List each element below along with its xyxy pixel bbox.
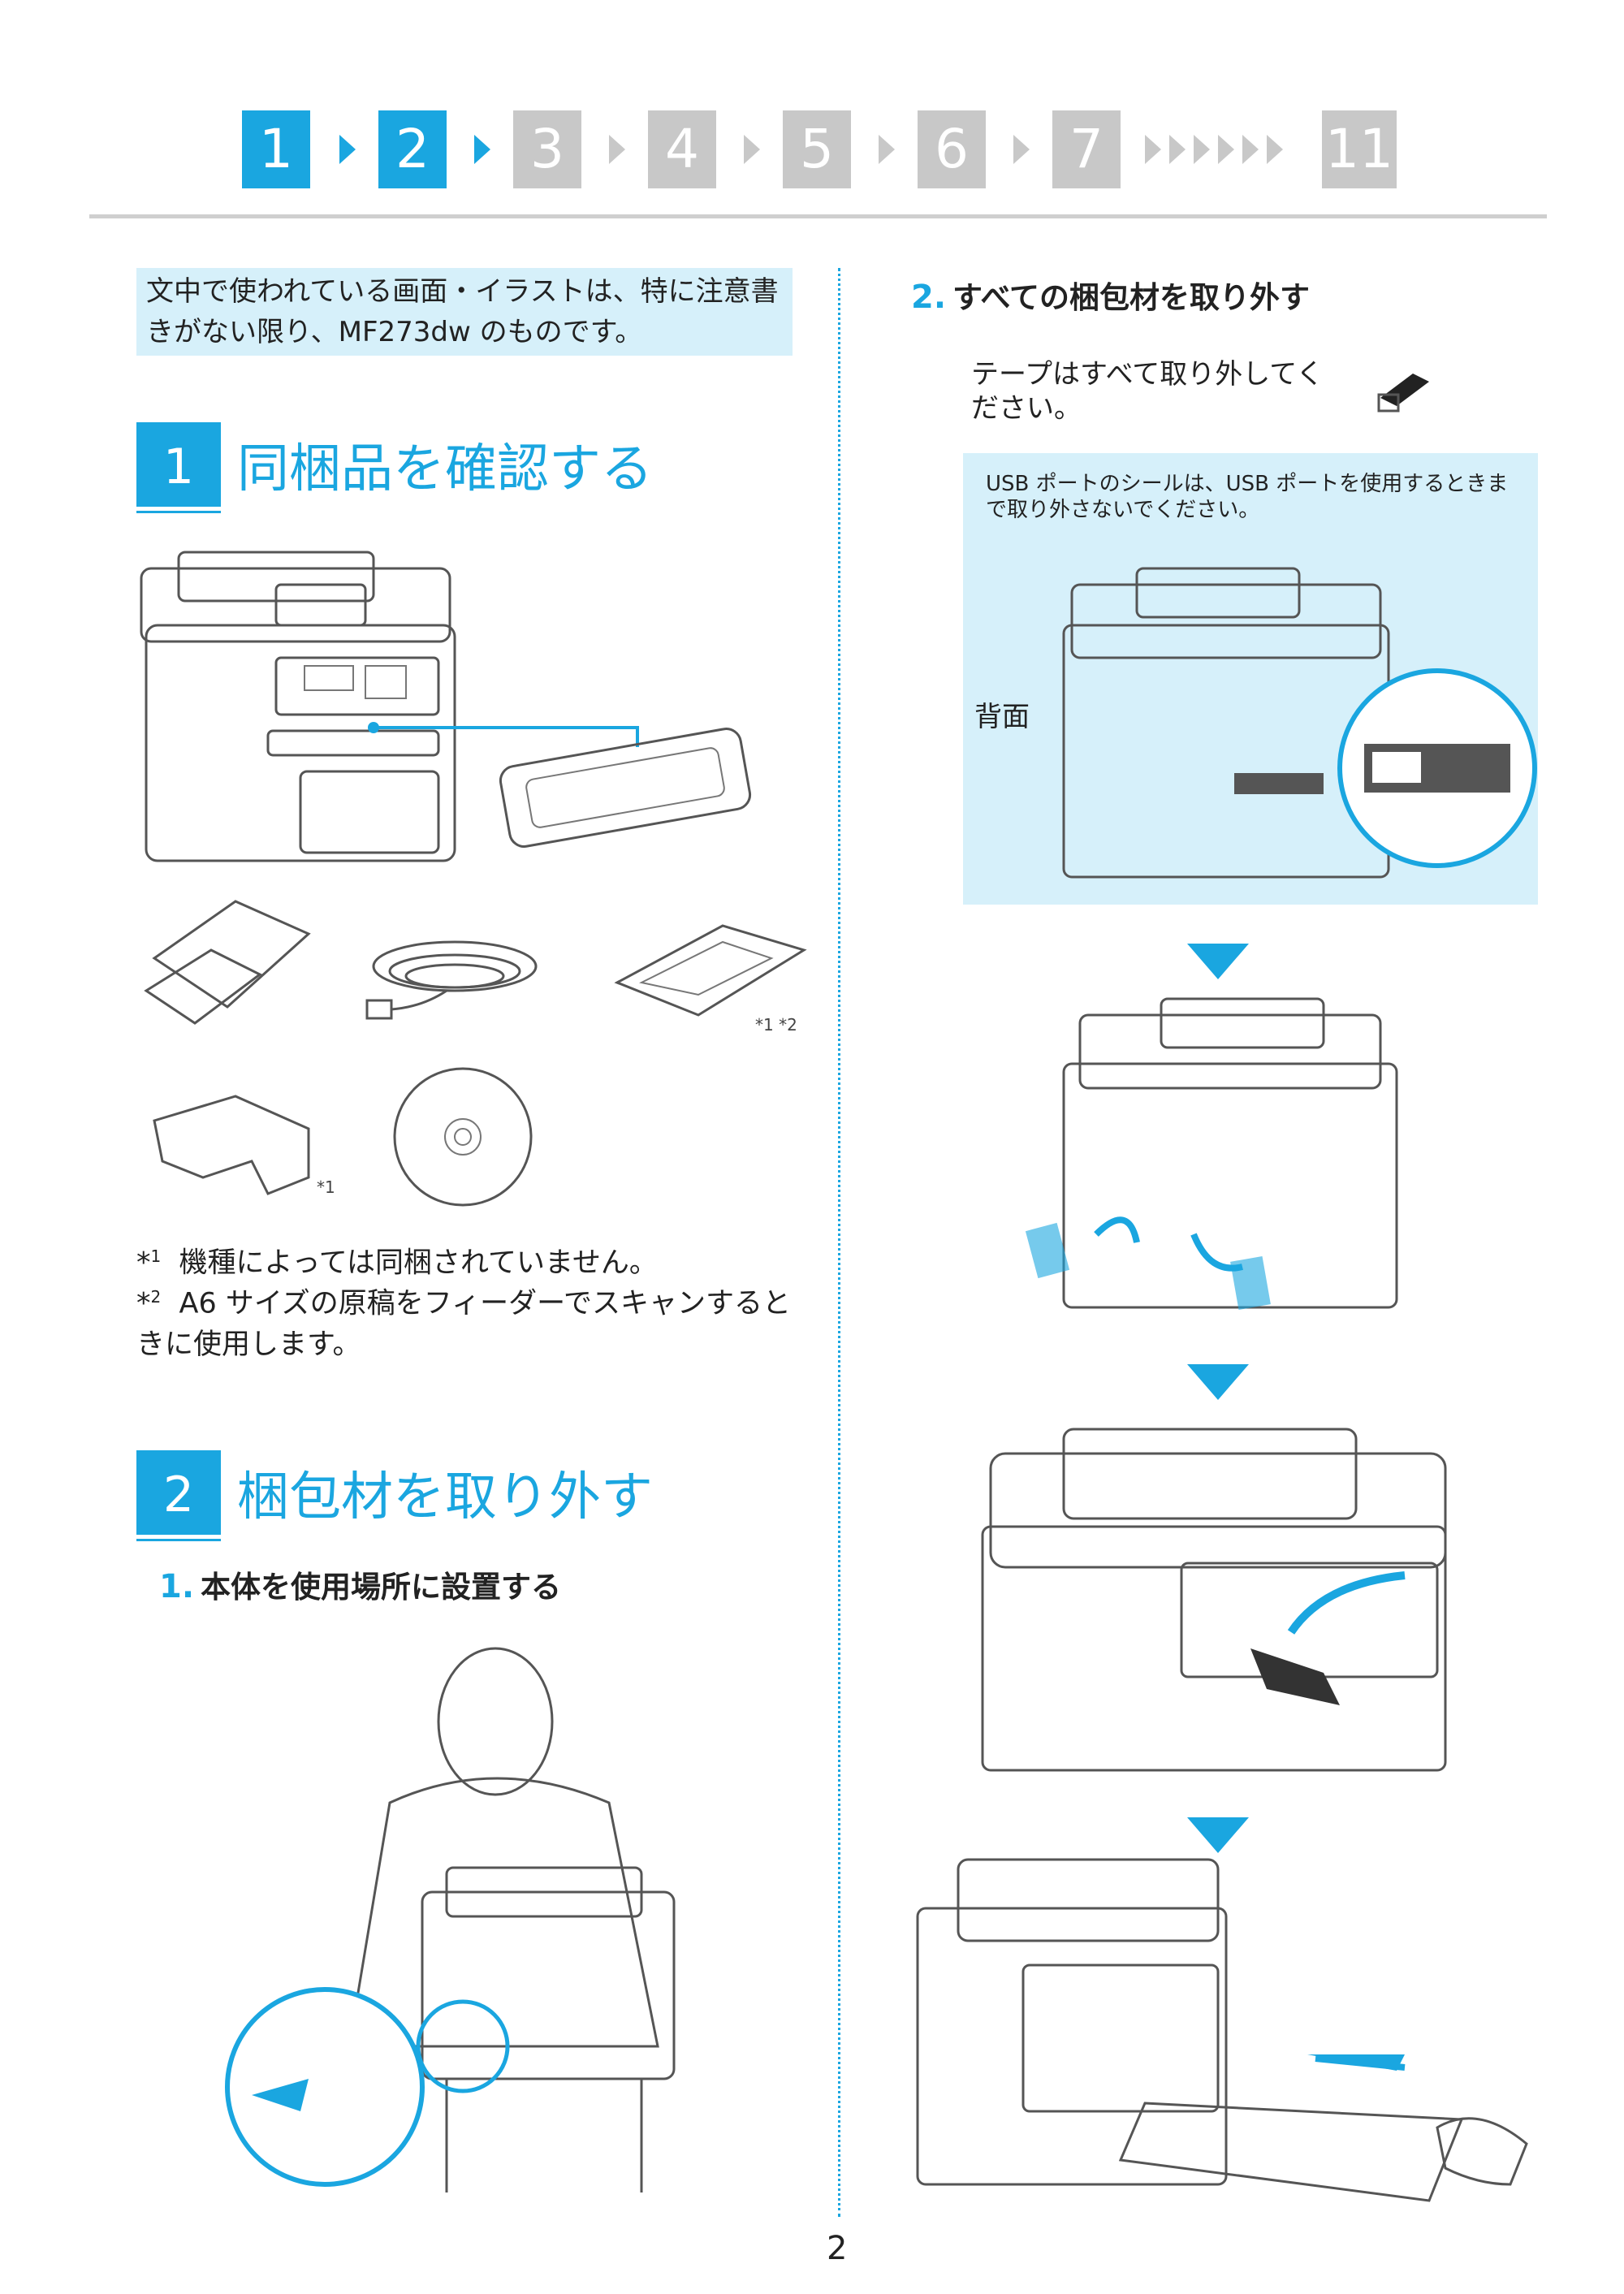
arrow-icon: [1169, 135, 1186, 164]
arrow-icon: [1218, 135, 1234, 164]
manual-documents-icon: [144, 900, 311, 1025]
substep-1: 1.本体を使用場所に設置する: [159, 1568, 562, 1605]
step-2: 2: [378, 110, 447, 188]
cd-rom-icon: [393, 1067, 533, 1207]
step-4: 4: [648, 110, 716, 188]
accessory-footnote-mark: *1: [317, 1177, 335, 1197]
step-11: 11: [1322, 110, 1397, 188]
step-6: 6: [918, 110, 986, 188]
printer-and-toner-illustration: [140, 551, 752, 862]
header-divider: [89, 214, 1547, 218]
down-arrow-icon: [1187, 1364, 1249, 1400]
printer-front-sheet-removal-illustration: [916, 1858, 1528, 2202]
step-1: 1: [242, 110, 310, 188]
footnote-1: *1 機種によっては同梱されていません。: [136, 1246, 658, 1280]
accessory-footnote-marks: *1 *2: [755, 1015, 797, 1035]
down-arrow-icon: [1187, 944, 1249, 979]
arrow-icon: [1242, 135, 1259, 164]
usb-note-text: USB ポートのシールは、USB ポートを使用するときまで取り外さないでください…: [986, 472, 1509, 522]
printer-rear-usb-illustration: [1062, 567, 1537, 879]
step-3: 3: [513, 110, 581, 188]
printer-rear-tape-removal-illustration: [1025, 997, 1398, 1311]
column-divider: [838, 268, 840, 2217]
illustration-note: 文中で使われている画面・イラストは、特に注意書きがない限り、MF273dw のも…: [136, 268, 793, 356]
section-number: 1: [136, 422, 221, 513]
rear-label: 背面: [974, 701, 1030, 733]
power-cord-icon: [365, 940, 538, 1020]
section-title: 梱包材を取り外す: [237, 1467, 653, 1527]
footnote-2: *2 A6 サイズの原稿をフィーダーでスキャンするときに使用します。: [136, 1287, 791, 1361]
section-title: 同梱品を確認する: [237, 439, 653, 499]
substep-2: 2.すべての梱包材を取り外す: [911, 279, 1310, 316]
page-number: 2: [827, 2230, 848, 2267]
arrow-icon: [879, 135, 895, 164]
tape-instruction: テープはすべて取り外してください。: [971, 358, 1324, 425]
arrow-icon: [1194, 135, 1210, 164]
step-7: 7: [1052, 110, 1121, 188]
person-carrying-printer-illustration: [225, 1647, 676, 2192]
arrow-icon: [1013, 135, 1030, 164]
arrow-icon: [1267, 135, 1283, 164]
down-arrow-icon: [1187, 1817, 1249, 1853]
arrow-icon: [744, 135, 760, 164]
arrow-icon: [1145, 135, 1161, 164]
arrow-icon: [474, 135, 490, 164]
section-number: 2: [136, 1450, 221, 1541]
step-5: 5: [783, 110, 851, 188]
tape-icon: [1377, 374, 1429, 413]
arrow-icon: [609, 135, 625, 164]
printer-front-tape-removal-illustration: [981, 1428, 1447, 1772]
stand-piece-icon: [153, 1095, 310, 1195]
a6-guide-icon: [614, 924, 807, 1017]
arrow-icon: [339, 135, 356, 164]
